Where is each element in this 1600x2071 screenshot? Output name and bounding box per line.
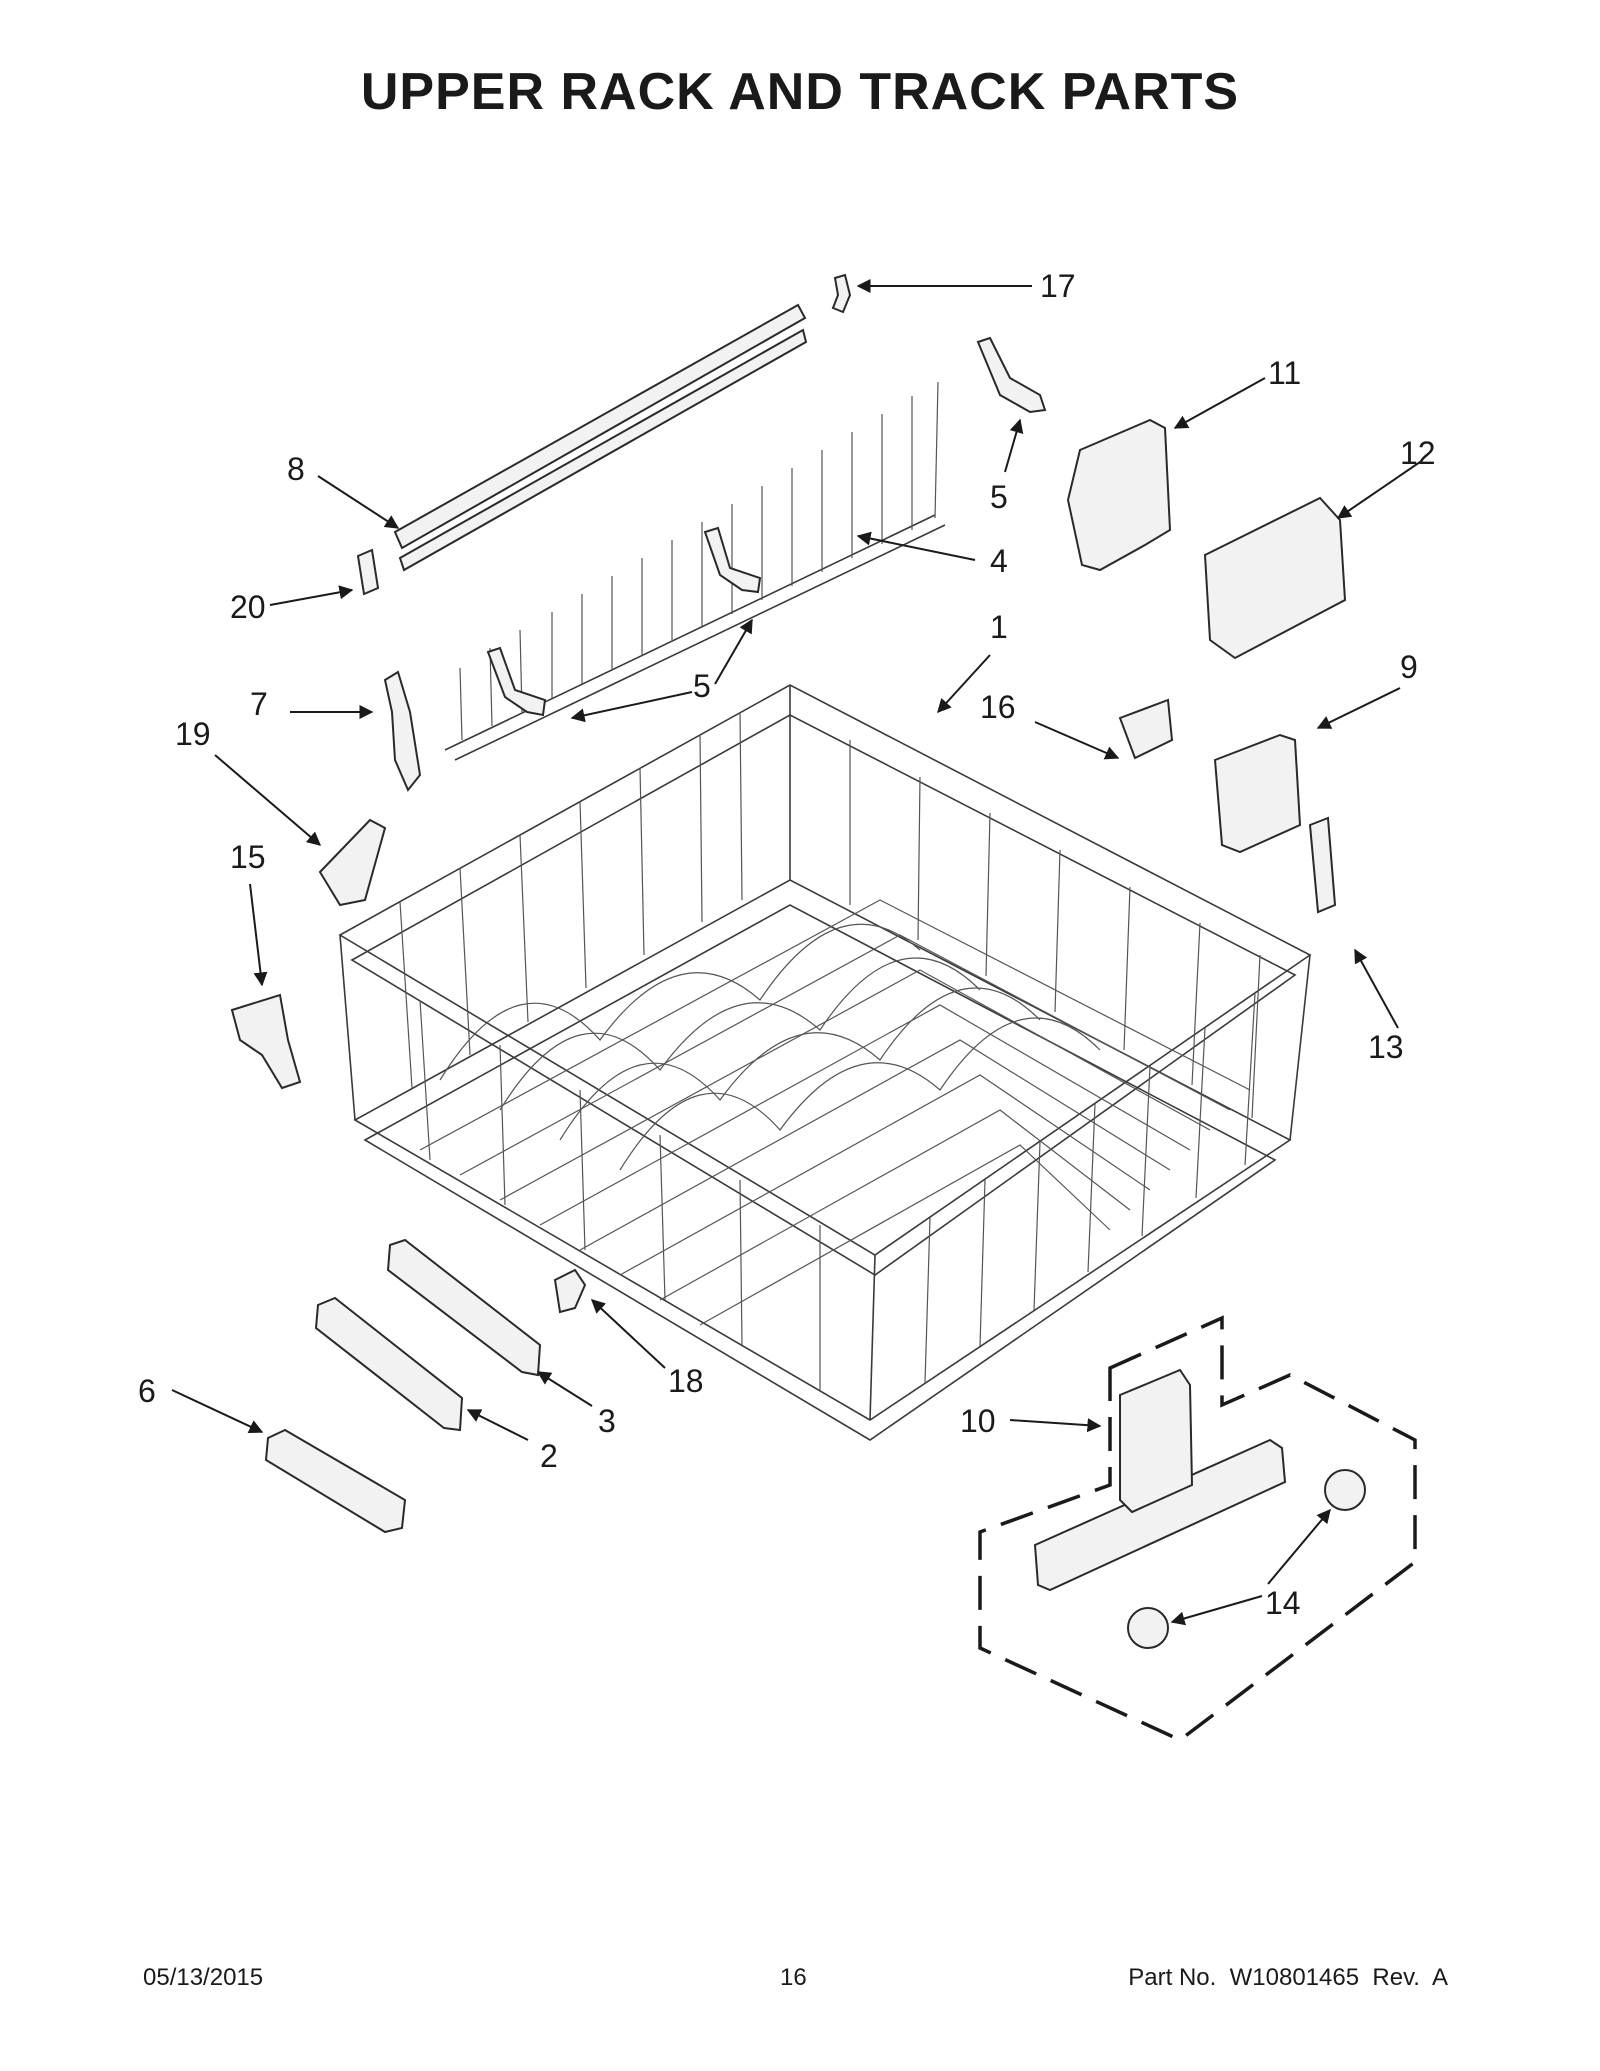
track-assembly-10 bbox=[1033, 1438, 1287, 1592]
stop-clip-16 bbox=[1118, 698, 1174, 760]
upper-rack-basket bbox=[338, 684, 1312, 1441]
callout-20: 20 bbox=[230, 589, 266, 625]
rail-end-cap bbox=[356, 548, 380, 596]
cover-2 bbox=[314, 1296, 464, 1432]
shelf-clip-upper bbox=[976, 336, 1047, 414]
shelf-clip-lower bbox=[486, 646, 547, 717]
rack-rail bbox=[393, 303, 808, 572]
page-title: UPPER RACK AND TRACK PARTS bbox=[360, 63, 1240, 121]
track-panel-12 bbox=[1203, 496, 1347, 660]
callout-16: 16 bbox=[980, 689, 1016, 725]
wheel-14-upper bbox=[1324, 1469, 1366, 1511]
callout-8: 8 bbox=[287, 451, 305, 487]
rail-clip bbox=[831, 273, 852, 314]
callout-14: 14 bbox=[1265, 1585, 1301, 1621]
callout-9: 9 bbox=[1400, 649, 1418, 685]
latch-19 bbox=[318, 818, 387, 907]
bracket-6 bbox=[264, 1428, 407, 1534]
callout-5-top: 5 bbox=[990, 479, 1008, 515]
footer-date: 05/13/2015 bbox=[143, 1964, 264, 1991]
callout-10: 10 bbox=[960, 1403, 996, 1439]
bumper-15 bbox=[230, 993, 302, 1090]
callout-4: 4 bbox=[990, 543, 1008, 579]
tine-shelf bbox=[444, 381, 946, 761]
callout-6: 6 bbox=[138, 1373, 156, 1409]
adjuster-body-9 bbox=[1213, 733, 1302, 854]
callout-11: 11 bbox=[1268, 355, 1301, 391]
callout-1: 1 bbox=[990, 609, 1008, 645]
callout-17: 17 bbox=[1040, 268, 1076, 304]
callout-19: 19 bbox=[175, 716, 211, 752]
track-assembly-boundary bbox=[978, 1315, 1417, 1743]
callout-3: 3 bbox=[598, 1403, 616, 1439]
rack-hook-7 bbox=[383, 670, 422, 792]
track-slide-10 bbox=[1119, 1368, 1194, 1514]
callout-12: 12 bbox=[1400, 435, 1436, 471]
callout-15: 15 bbox=[230, 839, 266, 875]
footer-page-number: 16 bbox=[780, 1964, 807, 1991]
callout-13: 13 bbox=[1368, 1029, 1404, 1065]
wheel-14-lower bbox=[1127, 1607, 1169, 1649]
cover-frame-3 bbox=[386, 1238, 542, 1377]
screw-18 bbox=[553, 1268, 587, 1314]
callout-5-middle: 5 bbox=[693, 668, 711, 704]
adjuster-handle-13 bbox=[1308, 816, 1337, 914]
shelf-clip-middle bbox=[703, 526, 762, 594]
footer-part-number: Part No. W10801465 Rev. A bbox=[1128, 1964, 1448, 1991]
leader-lines bbox=[171, 279, 1421, 1626]
track-bracket-11 bbox=[1066, 418, 1172, 572]
callout-18: 18 bbox=[668, 1363, 704, 1399]
callout-7: 7 bbox=[250, 686, 268, 722]
callout-2: 2 bbox=[540, 1438, 558, 1474]
